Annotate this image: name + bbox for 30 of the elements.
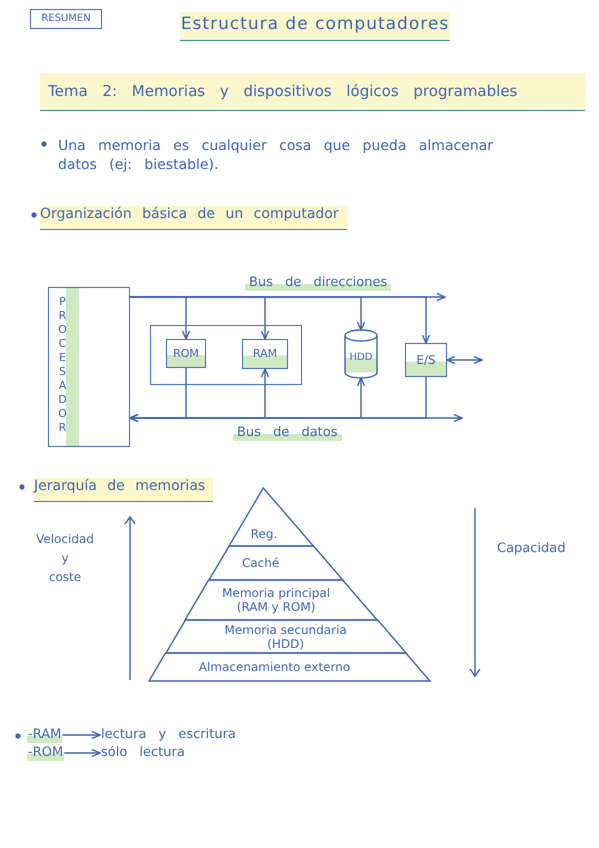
side-note: Capacidad xyxy=(497,541,566,558)
bus-label: Bus de datos xyxy=(233,425,342,441)
processor-box: PROCESADOR xyxy=(48,287,130,447)
data-bus-line xyxy=(129,414,463,422)
disk-cylinder: HDD xyxy=(344,330,378,378)
stamp-box: RESUMEN xyxy=(30,9,102,29)
pyramid-level: Reg. xyxy=(228,488,314,546)
page-title: Estructura de computadores xyxy=(180,12,450,42)
pyramid-level: Memoria principal (RAM y ROM) xyxy=(185,580,378,620)
arrow xyxy=(62,730,101,740)
section-heading: Jerarquía de memorias xyxy=(34,478,214,502)
pyramid-level: Caché xyxy=(208,546,343,580)
double-arrow xyxy=(446,356,483,364)
note-text: sólo lectura xyxy=(100,745,186,761)
pyramid-level: Almacenamiento externo xyxy=(149,653,430,681)
topic-heading: Tema 2: Memorias y dispositivos lógicos programables xyxy=(40,73,585,111)
highlighted-term: -ROM xyxy=(27,745,64,761)
memory-box: ROM xyxy=(166,339,206,368)
memory-box: RAM xyxy=(242,339,288,369)
note-text: lectura y escritura xyxy=(100,727,237,743)
highlighted-term: -RAM xyxy=(27,727,62,743)
side-note: Velocidad y coste xyxy=(35,531,95,586)
memory-module-frame xyxy=(150,325,302,385)
bus-label: Bus de direcciones xyxy=(245,275,392,291)
arrow xyxy=(64,748,101,758)
note-paragraph: Una memoria es cualquier cosa que pueda almacenar datos (ej: biestable). xyxy=(58,137,494,175)
io-box: E/S xyxy=(405,343,447,377)
pyramid-level: Memoria secundaria (HDD) xyxy=(166,620,406,653)
address-bus-line xyxy=(130,292,446,302)
section-heading: Organización básica de un computador xyxy=(40,206,347,230)
